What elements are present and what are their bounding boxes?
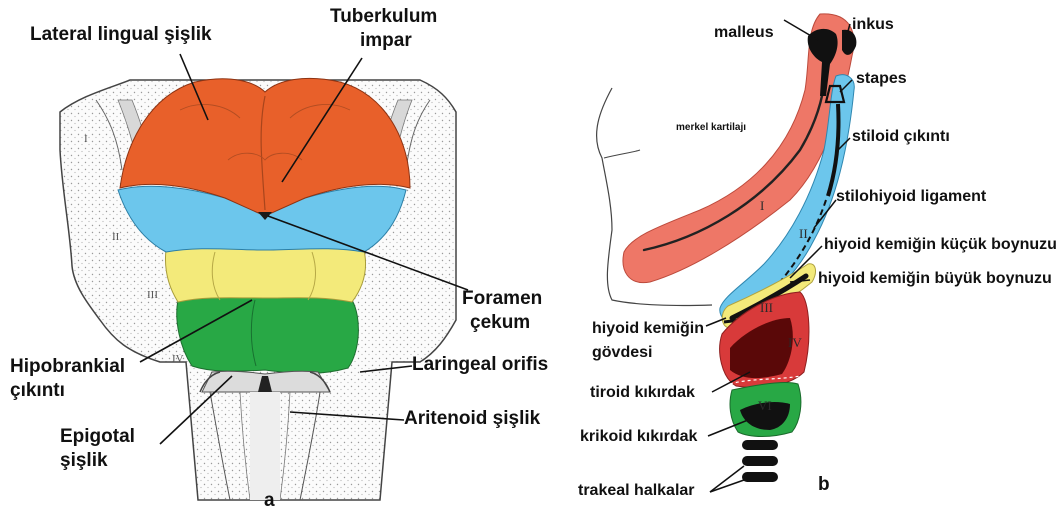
- label-foramen-line1: Foramen: [462, 288, 542, 310]
- label-hipobrankial-line1: Hipobrankial: [10, 356, 125, 378]
- svg-text:III: III: [147, 289, 158, 301]
- panel-b-letter: b: [818, 474, 830, 496]
- label-epigotal-line2: şişlik: [60, 450, 108, 472]
- label-inkus: inkus: [852, 16, 894, 34]
- svg-text:II: II: [799, 226, 808, 241]
- label-tiroid: tiroid kıkırdak: [590, 384, 695, 402]
- svg-text:IV: IV: [172, 353, 184, 365]
- svg-text:IV: IV: [788, 335, 802, 350]
- svg-text:I: I: [84, 133, 88, 145]
- svg-text:VI: VI: [758, 398, 772, 413]
- label-hiyoid-govde-line2: gövdesi: [592, 344, 652, 362]
- label-hiyoid-buyuk-boynuz: hiyoid kemiğin büyük boynuzu: [818, 270, 1052, 288]
- label-malleus: malleus: [714, 24, 774, 42]
- label-foramen-line2: çekum: [470, 312, 530, 334]
- label-trakeal: trakeal halkalar: [578, 482, 695, 500]
- label-aritenoid: Aritenoid şişlik: [404, 408, 540, 430]
- green-region: [177, 295, 359, 374]
- label-stilohiyoid: stilohiyoid ligament: [836, 188, 986, 206]
- label-hiyoid-govde-line1: hiyoid kemiğin: [592, 320, 704, 338]
- label-epigotal-line1: Epigotal: [60, 426, 135, 448]
- label-laringeal: Laringeal orifis: [412, 354, 548, 376]
- label-tuberkulum-line1: Tuberkulum: [330, 6, 437, 28]
- label-tuberkulum-line2: impar: [360, 30, 412, 52]
- label-stiloid: stiloid çıkıntı: [852, 128, 950, 146]
- label-stapes: stapes: [856, 70, 907, 88]
- panel-a-letter: a: [264, 490, 275, 512]
- yellow-region: [166, 247, 366, 302]
- label-merkel-kartilaji: merkel kartilajı: [676, 122, 746, 134]
- svg-text:II: II: [112, 231, 120, 243]
- svg-text:III: III: [760, 300, 773, 315]
- label-hiyoid-kucuk-boynuz: hiyoid kemiğin küçük boynuzu: [824, 236, 1057, 254]
- label-lateral-lingual: Lateral lingual şişlik: [30, 24, 212, 46]
- svg-text:I: I: [760, 198, 764, 213]
- panel-b-drawing: I II III IV VI: [597, 14, 857, 492]
- label-krikoid: krikoid kıkırdak: [580, 428, 697, 446]
- label-hipobrankial-line2: çıkıntı: [10, 380, 65, 402]
